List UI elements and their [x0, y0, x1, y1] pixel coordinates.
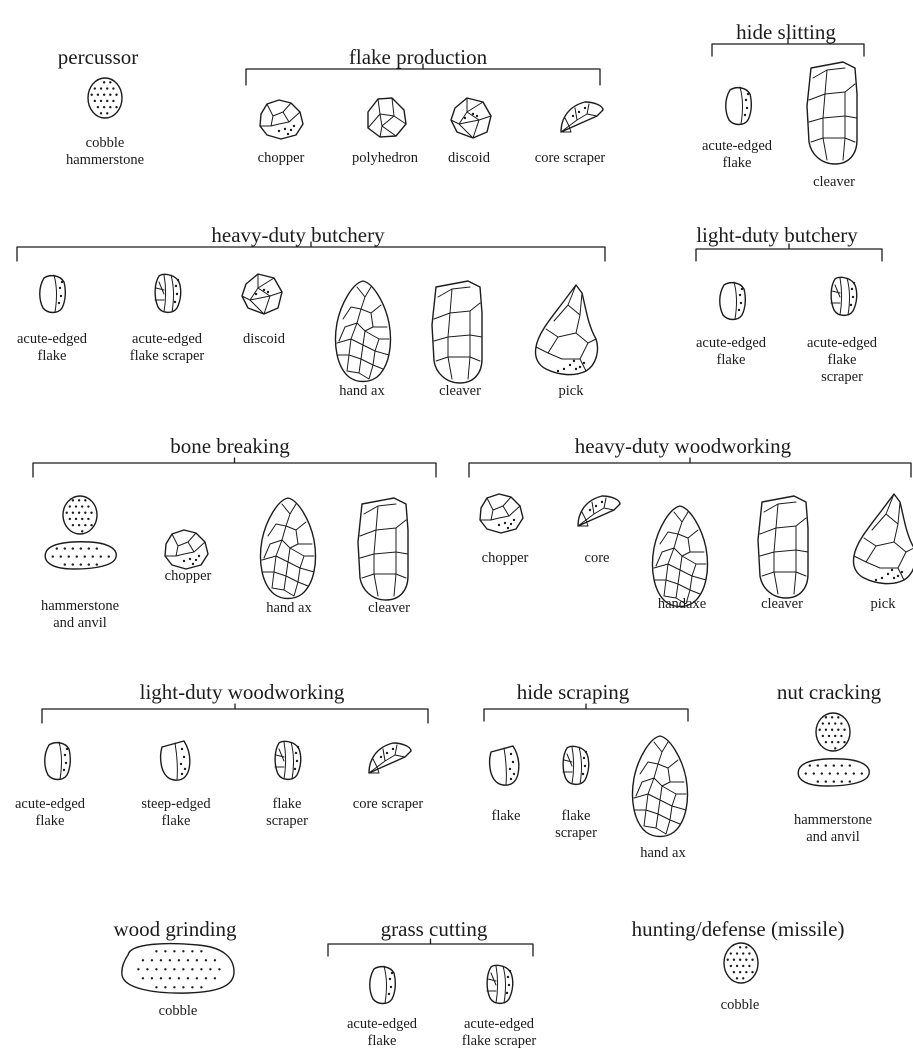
tool-label-bone-breaking-cleaver-18: cleaver — [368, 600, 410, 617]
tool-label-light-duty-butchery-flake-scraper-14: acute-edged flake scraper — [807, 335, 878, 386]
tool-label-hide-scraping-flake-28: flake — [492, 808, 521, 825]
tool-label-heavy-duty-butchery-cleaver-11: cleaver — [439, 383, 481, 400]
tool-label-heavy-duty-woodworking-pick-23: pick — [871, 596, 896, 613]
group-title-flake-production: flake production — [349, 46, 487, 68]
group-title-heavy-duty-butchery: heavy-duty butchery — [211, 224, 384, 246]
tool-label-hunting-defense-cobble-35: cobble — [721, 997, 760, 1014]
tool-label-nut-cracking-hammerstone-anvil-31: hammerstone and anvil — [794, 812, 872, 846]
tool-label-flake-production-chopper-1: chopper — [258, 150, 305, 167]
tool-label-flake-production-core-scraper-4: core scraper — [535, 150, 605, 167]
tool-label-bone-breaking-hand-ax-17: hand ax — [266, 600, 312, 617]
tool-label-heavy-duty-butchery-pick-12: pick — [559, 383, 584, 400]
tool-label-heavy-duty-butchery-flake-7: acute-edged flake — [17, 331, 87, 365]
tool-label-percussor-hammerstone-0: cobble hammerstone — [66, 135, 144, 169]
group-title-grass-cutting: grass cutting — [381, 918, 488, 940]
tool-label-light-duty-woodworking-flake-scraper-26: flake scraper — [266, 796, 308, 830]
tool-label-flake-production-discoid-3: discoid — [448, 150, 490, 167]
tool-label-light-duty-woodworking-core-scraper-27: core scraper — [353, 796, 423, 813]
tool-label-bone-breaking-hammerstone-anvil-15: hammerstone and anvil — [41, 598, 119, 632]
group-title-bone-breaking: bone breaking — [170, 435, 290, 457]
group-title-nut-cracking: nut cracking — [777, 681, 881, 703]
tool-label-heavy-duty-woodworking-cleaver-22: cleaver — [761, 596, 803, 613]
tool-label-hide-slitting-cleaver-6: cleaver — [813, 174, 855, 191]
tool-label-heavy-duty-butchery-discoid-9: discoid — [243, 331, 285, 348]
group-title-light-duty-butchery: light-duty butchery — [696, 224, 858, 246]
group-title-hide-scraping: hide scraping — [517, 681, 630, 703]
tool-label-wood-grinding-cobble-32: cobble — [159, 1003, 198, 1020]
tool-label-light-duty-woodworking-flake-24: acute-edged flake — [15, 796, 85, 830]
tool-label-bone-breaking-chopper-16: chopper — [165, 568, 212, 585]
group-title-hide-slitting: hide slitting — [736, 21, 836, 43]
tool-label-light-duty-butchery-flake-13: acute-edged flake — [696, 335, 766, 369]
group-title-heavy-duty-woodworking: heavy-duty woodworking — [575, 435, 791, 457]
tool-label-hide-slitting-flake-5: acute-edged flake — [702, 138, 772, 172]
tool-label-heavy-duty-woodworking-core-20: core — [585, 550, 610, 567]
tool-label-hide-scraping-flake-scraper-29: flake scraper — [555, 808, 597, 842]
group-title-hunting-defense: hunting/defense (missile) — [632, 918, 845, 940]
group-title-percussor: percussor — [58, 46, 138, 68]
tool-label-flake-production-polyhedron-2: polyhedron — [352, 150, 418, 167]
group-title-wood-grinding: wood grinding — [113, 918, 236, 940]
group-title-light-duty-woodworking: light-duty woodworking — [140, 681, 345, 703]
tool-label-heavy-duty-butchery-flake-scraper-8: acute-edged flake scraper — [130, 331, 204, 365]
tool-label-hide-scraping-hand-ax-30: hand ax — [640, 845, 686, 862]
tool-label-grass-cutting-flake-33: acute-edged flake — [347, 1016, 417, 1050]
tool-label-heavy-duty-woodworking-chopper-19: chopper — [482, 550, 529, 567]
tool-label-grass-cutting-flake-scraper-34: acute-edged flake scraper — [462, 1016, 536, 1050]
tool-label-light-duty-woodworking-steep-flake-25: steep-edged flake — [141, 796, 210, 830]
tool-label-heavy-duty-woodworking-handaxe-21: handaxe — [658, 596, 706, 613]
tool-label-heavy-duty-butchery-hand-ax-10: hand ax — [339, 383, 385, 400]
